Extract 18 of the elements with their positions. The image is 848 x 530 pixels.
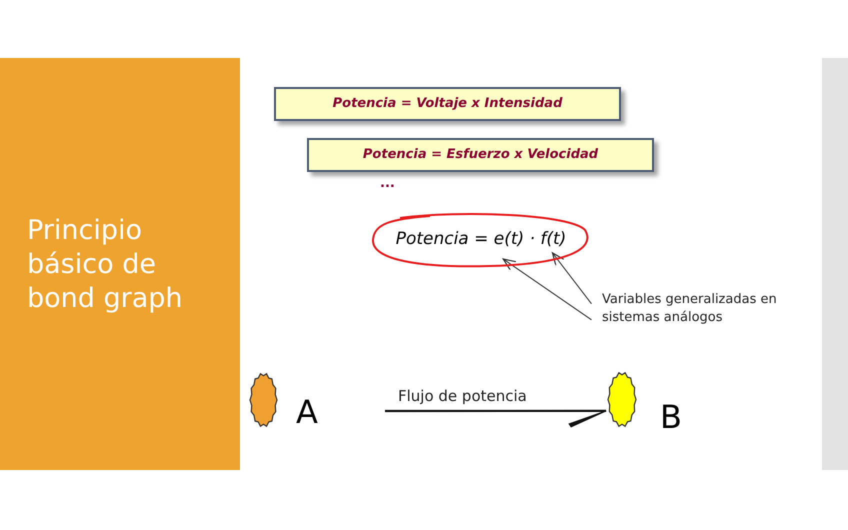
formula-text: Potencia = Voltaje x Intensidad bbox=[332, 95, 562, 114]
edge-label: Flujo de potencia bbox=[398, 386, 527, 407]
node-letter: B bbox=[660, 399, 682, 435]
title-panel bbox=[0, 58, 240, 470]
formula-text: Potencia = e(t) · f(t) bbox=[396, 228, 566, 252]
annotation-text: Variables generalizadas en sistemas análogos bbox=[602, 291, 812, 331]
leader-arrow bbox=[552, 252, 592, 304]
ellipsis-text: ... bbox=[380, 175, 395, 193]
leader-arrow bbox=[502, 258, 592, 320]
side-band bbox=[822, 58, 848, 470]
blob-icon bbox=[607, 371, 637, 428]
slide-title: Principio básico de bond graph bbox=[27, 214, 184, 316]
formula-box bbox=[307, 138, 654, 172]
formula-text: Potencia = Esfuerzo x Velocidad bbox=[362, 146, 598, 164]
node-letter: A bbox=[296, 394, 318, 430]
blob-icon bbox=[249, 372, 278, 428]
formula-box bbox=[274, 87, 621, 121]
power-bond-arrow bbox=[385, 410, 607, 428]
